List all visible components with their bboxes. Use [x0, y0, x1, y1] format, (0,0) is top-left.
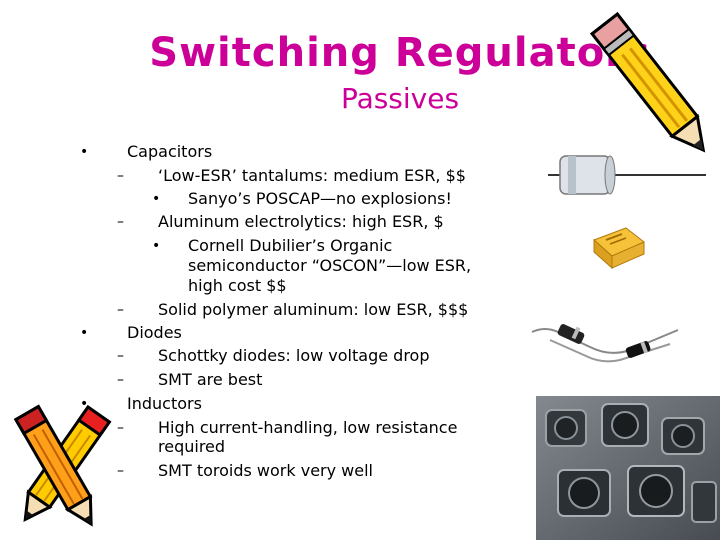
item-smt-best: SMT are best: [158, 370, 263, 389]
dash-marker: –: [117, 214, 124, 230]
crossed-pencils-icon: [13, 404, 112, 527]
item-schottky: Schottky diodes: low voltage drop: [158, 346, 430, 365]
item-inductor-line-1: High current-handling, low resistance: [158, 418, 458, 437]
electrolytic-capacitor-photo: [548, 155, 706, 195]
item-oscon-line-1: Cornell Dubilier’s Organic: [188, 236, 393, 255]
item-smt-toroids: SMT toroids work very well: [158, 461, 373, 480]
item-oscon-line-2: semiconductor “OSCON”—low ESR,: [188, 256, 472, 275]
bullet-capacitors: Capacitors: [127, 142, 213, 161]
item-poscap: Sanyo’s POSCAP—no explosions!: [188, 189, 452, 208]
dash-marker: –: [117, 168, 124, 184]
slide-title: Switching Regulators: [149, 30, 651, 76]
item-low-esr-tantalums: ‘Low-ESR’ tantalums: medium ESR, $$: [158, 166, 466, 185]
item-solid-polymer: Solid polymer aluminum: low ESR, $$$: [158, 300, 469, 319]
dash-marker: –: [117, 372, 124, 388]
bullet-marker: •: [152, 191, 161, 207]
dash-marker: –: [117, 348, 124, 364]
bullet-marker: •: [80, 144, 89, 160]
diodes-photo: [531, 324, 679, 363]
item-aluminum-electrolytics: Aluminum electrolytics: high ESR, $: [158, 212, 444, 231]
tantalum-capacitor-photo: [593, 227, 645, 270]
bullet-marker: •: [152, 238, 161, 254]
smt-inductors-photo: [536, 396, 720, 540]
item-inductor-line-2: required: [158, 437, 226, 456]
slide-subtitle: Passives: [340, 82, 460, 115]
bullet-inductors: Inductors: [127, 394, 202, 413]
dash-marker: –: [117, 463, 124, 479]
dash-marker: –: [117, 302, 124, 318]
item-oscon-line-3: high cost $$: [188, 276, 287, 295]
dash-marker: –: [117, 420, 124, 436]
bullet-marker: •: [80, 325, 89, 341]
bullet-diodes: Diodes: [127, 323, 182, 342]
pencil-icon: [590, 12, 706, 153]
bullet-marker: •: [80, 396, 89, 412]
